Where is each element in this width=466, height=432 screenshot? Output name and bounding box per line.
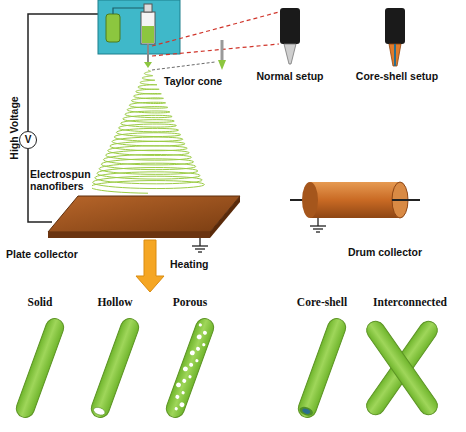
taylor-cone-icon [152,40,226,70]
pore [188,375,192,379]
label: Porous [150,296,230,309]
heating-arrow [136,240,164,292]
label: Hollow [75,296,155,309]
label: Solid [0,296,80,309]
pore [181,391,185,395]
voltmeter-symbol: V [19,131,37,149]
label: Interconnected [360,296,460,309]
fiber-strand [91,70,205,193]
pore [182,366,188,372]
label: Normal setup [240,70,340,82]
pore [195,346,200,351]
label: Core-shell setup [342,70,452,82]
symbol-letter: V [25,135,32,145]
pore [189,362,194,367]
wire [28,14,100,222]
pore [202,330,207,335]
pore [179,402,185,408]
pore [195,359,199,363]
label: Drum collector [330,246,440,258]
zoom-line [152,12,279,56]
pore [202,343,206,347]
label: Plate collector [6,248,116,260]
pore [189,350,195,356]
label: Electrospun nanofibers [30,168,92,192]
label: High Voltage [8,96,20,159]
fiber-solid [14,316,66,420]
syringe-pump [106,4,155,68]
fiber-interconnected [363,318,441,418]
fiber-core-shell [296,316,348,420]
label: Taylor cone [164,75,244,87]
core-shell-needle [385,8,405,66]
normal-needle [280,8,300,64]
pore [196,334,202,340]
pore [198,323,202,327]
fiber-porous [164,316,216,420]
drum-collector [290,182,420,232]
pore [175,394,180,399]
label: Heating [170,258,240,270]
nanofiber-spiral [91,70,205,193]
pore [174,407,178,411]
pump-panel [98,0,180,54]
pore [175,382,181,388]
pore [182,378,187,383]
label: Core-shell [272,296,372,309]
fiber-hollow [89,316,141,420]
